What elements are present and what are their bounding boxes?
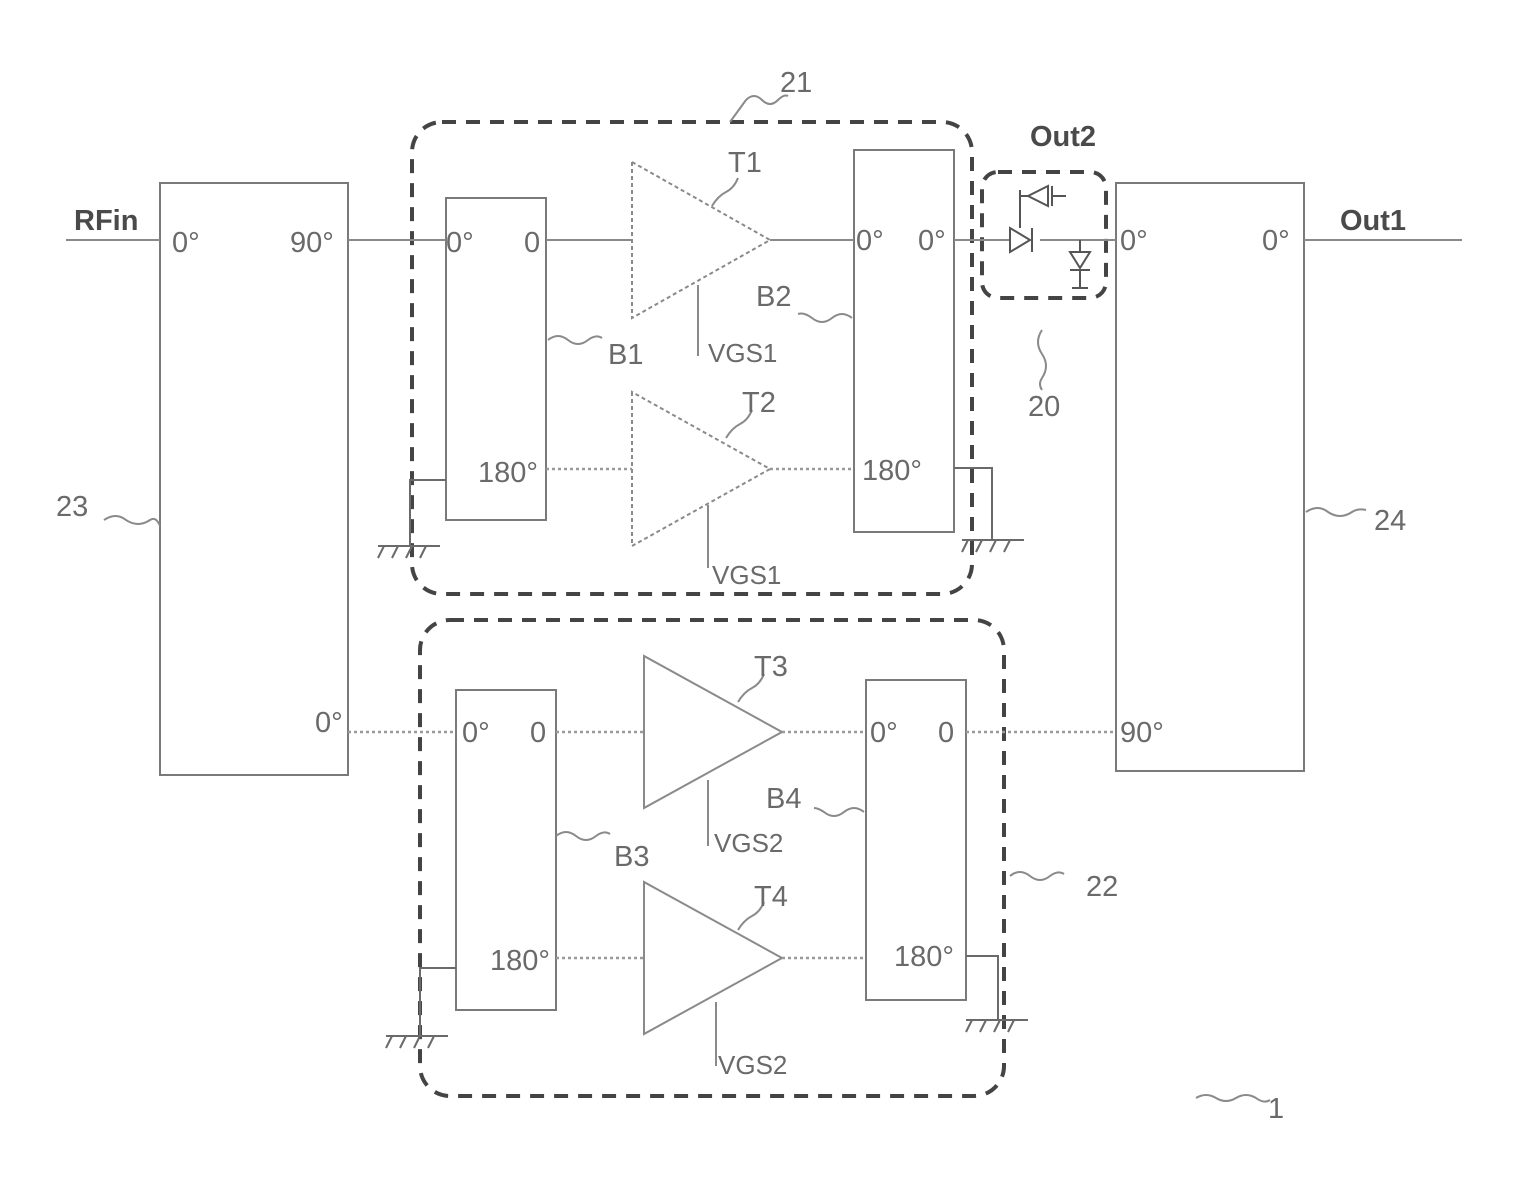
leader-21-tail (730, 100, 746, 122)
leader-22 (1010, 872, 1064, 880)
leader-B1 (548, 336, 602, 344)
ground-B3 (386, 968, 456, 1048)
leader-1 (1196, 1095, 1270, 1102)
coupler-24-in-0: 0° (1120, 225, 1148, 257)
T3-label: T3 (754, 651, 788, 683)
switch-20-diodes (1010, 186, 1090, 288)
coupler-23-in-port: 0° (172, 227, 200, 259)
balun-B4-out-port: 0 (938, 717, 954, 749)
balun-B1-out0-port: 0 (524, 227, 540, 259)
T4-bias-label: VGS2 (718, 1050, 787, 1080)
amplifier-T1 (632, 162, 770, 318)
B4-label: B4 (766, 783, 801, 815)
rfin-label: RFin (74, 205, 138, 237)
ref-20-label: 20 (1028, 391, 1060, 423)
leader-24 (1306, 508, 1366, 516)
balun-B3-out180-port: 180° (490, 945, 550, 977)
coupler-23 (160, 183, 348, 775)
ground-B1 (378, 480, 446, 558)
coupler-24-in-90: 90° (1120, 717, 1164, 749)
leader-B2 (798, 314, 852, 323)
balun-B2-out-port: 0° (918, 225, 946, 257)
coupler-24 (1116, 183, 1304, 771)
balun-B4-in180-port: 180° (894, 941, 954, 973)
leader-B3 (556, 832, 610, 840)
ground-B4 (966, 956, 1028, 1032)
B3-label: B3 (614, 841, 649, 873)
ref-1-label: 1 (1268, 1093, 1284, 1125)
balun-B3-out0-port: 0 (530, 717, 546, 749)
T1-bias-label: VGS1 (708, 338, 777, 368)
balun-B1-out180-port: 180° (478, 457, 538, 489)
balun-B1-in-port: 0° (446, 227, 474, 259)
ref-21-label: 21 (780, 67, 812, 99)
leader-20 (1038, 330, 1046, 390)
ref-24-label: 24 (1374, 505, 1406, 537)
leader-23 (104, 516, 160, 526)
B1-label: B1 (608, 339, 643, 371)
out1-label: Out1 (1340, 205, 1406, 237)
out2-label: Out2 (1030, 121, 1096, 153)
balun-B2-in0-port: 0° (856, 225, 884, 257)
T4-label: T4 (754, 881, 788, 913)
balun-B2-in180-port: 180° (862, 455, 922, 487)
B2-label: B2 (756, 281, 791, 313)
T2-label: T2 (742, 387, 776, 419)
T2-bias-label: VGS1 (712, 560, 781, 590)
ref-23-label: 23 (56, 491, 88, 523)
leader-T1 (712, 178, 738, 206)
coupler-23-out-90: 90° (290, 227, 334, 259)
group-20-outline (982, 172, 1106, 298)
ground-B2 (954, 468, 1024, 552)
leader-B4 (814, 808, 864, 816)
coupler-23-out-0: 0° (315, 707, 343, 739)
coupler-24-out-0: 0° (1262, 225, 1290, 257)
T3-bias-label: VGS2 (714, 828, 783, 858)
T1-label: T1 (728, 147, 762, 179)
ref-22-label: 22 (1086, 871, 1118, 903)
balun-B4-in0-port: 0° (870, 717, 898, 749)
balun-B3-in-port: 0° (462, 717, 490, 749)
